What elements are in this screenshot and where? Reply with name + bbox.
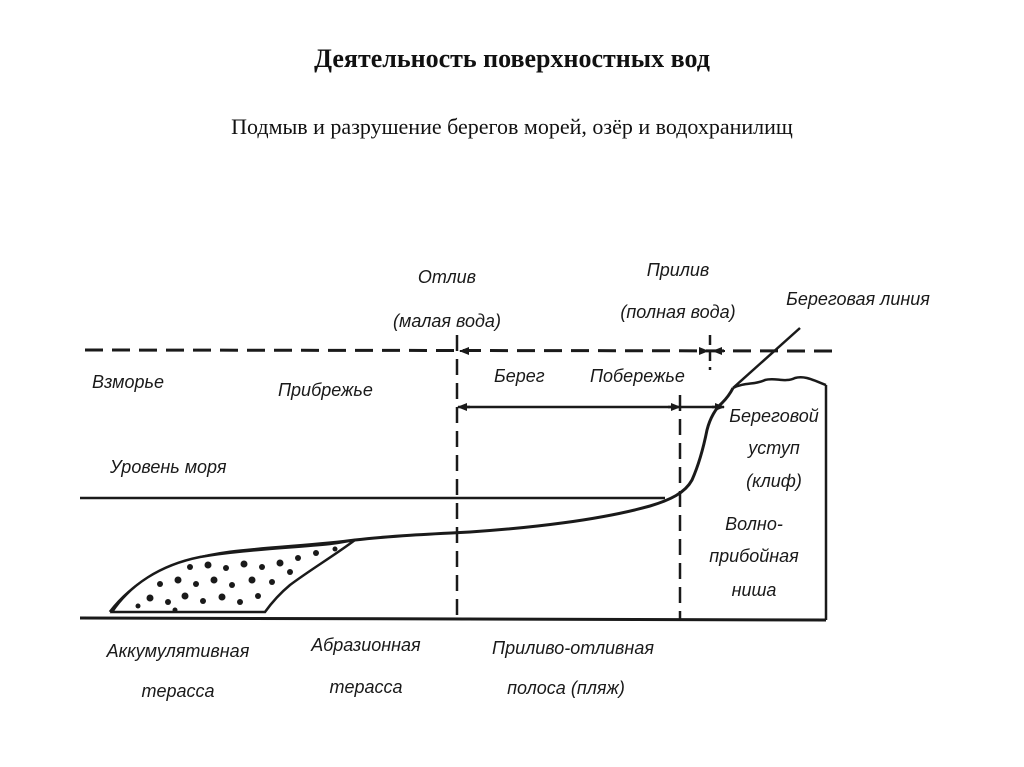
abrasion-terrace-label-2: терасса <box>329 677 402 697</box>
base-line <box>79 616 827 622</box>
shore-label: Берег <box>494 366 545 386</box>
tidal-zone-label-2: полоса (пляж) <box>507 678 625 698</box>
notch-label-2: прибойная <box>709 546 799 566</box>
abrasion-terrace-label-1: Абразионная <box>310 635 421 655</box>
notch-label-1: Волно- <box>725 514 783 534</box>
high-tide-label-1: Прилив <box>647 260 710 280</box>
tidal-zone-label-1: Приливо-отливная <box>492 638 654 658</box>
sea-level-label: Уровень моря <box>109 457 227 477</box>
notch-label-3: ниша <box>732 580 777 600</box>
scarp-label-1: Береговой <box>729 406 818 426</box>
high-tide-label-2: (полная вода) <box>620 302 735 322</box>
deposit-pebbles <box>135 546 338 613</box>
offshore-label: Взморье <box>92 372 164 392</box>
page-subtitle: Подмыв и разрушение берегов морей, озёр … <box>231 114 793 139</box>
accumulative-terrace-label-2: терасса <box>141 681 214 701</box>
accumulative-terrace-label-1: Аккумулятивная <box>106 641 250 661</box>
accumulative-terrace-deposit <box>109 538 356 614</box>
scarp-label-3: (клиф) <box>746 471 802 491</box>
scarp-label-2: уступ <box>746 438 800 458</box>
nearshore-label: Прибрежье <box>278 380 373 400</box>
shoreline-pointer <box>732 327 801 389</box>
land-surface <box>732 376 827 390</box>
coast-label: Побережье <box>590 366 685 386</box>
low-tide-label-2: (малая вода) <box>393 311 501 331</box>
shoreline-label: Береговая линия <box>786 289 930 309</box>
page-title: Деятельность поверхностных вод <box>314 44 710 73</box>
low-tide-label-1: Отлив <box>418 267 476 287</box>
